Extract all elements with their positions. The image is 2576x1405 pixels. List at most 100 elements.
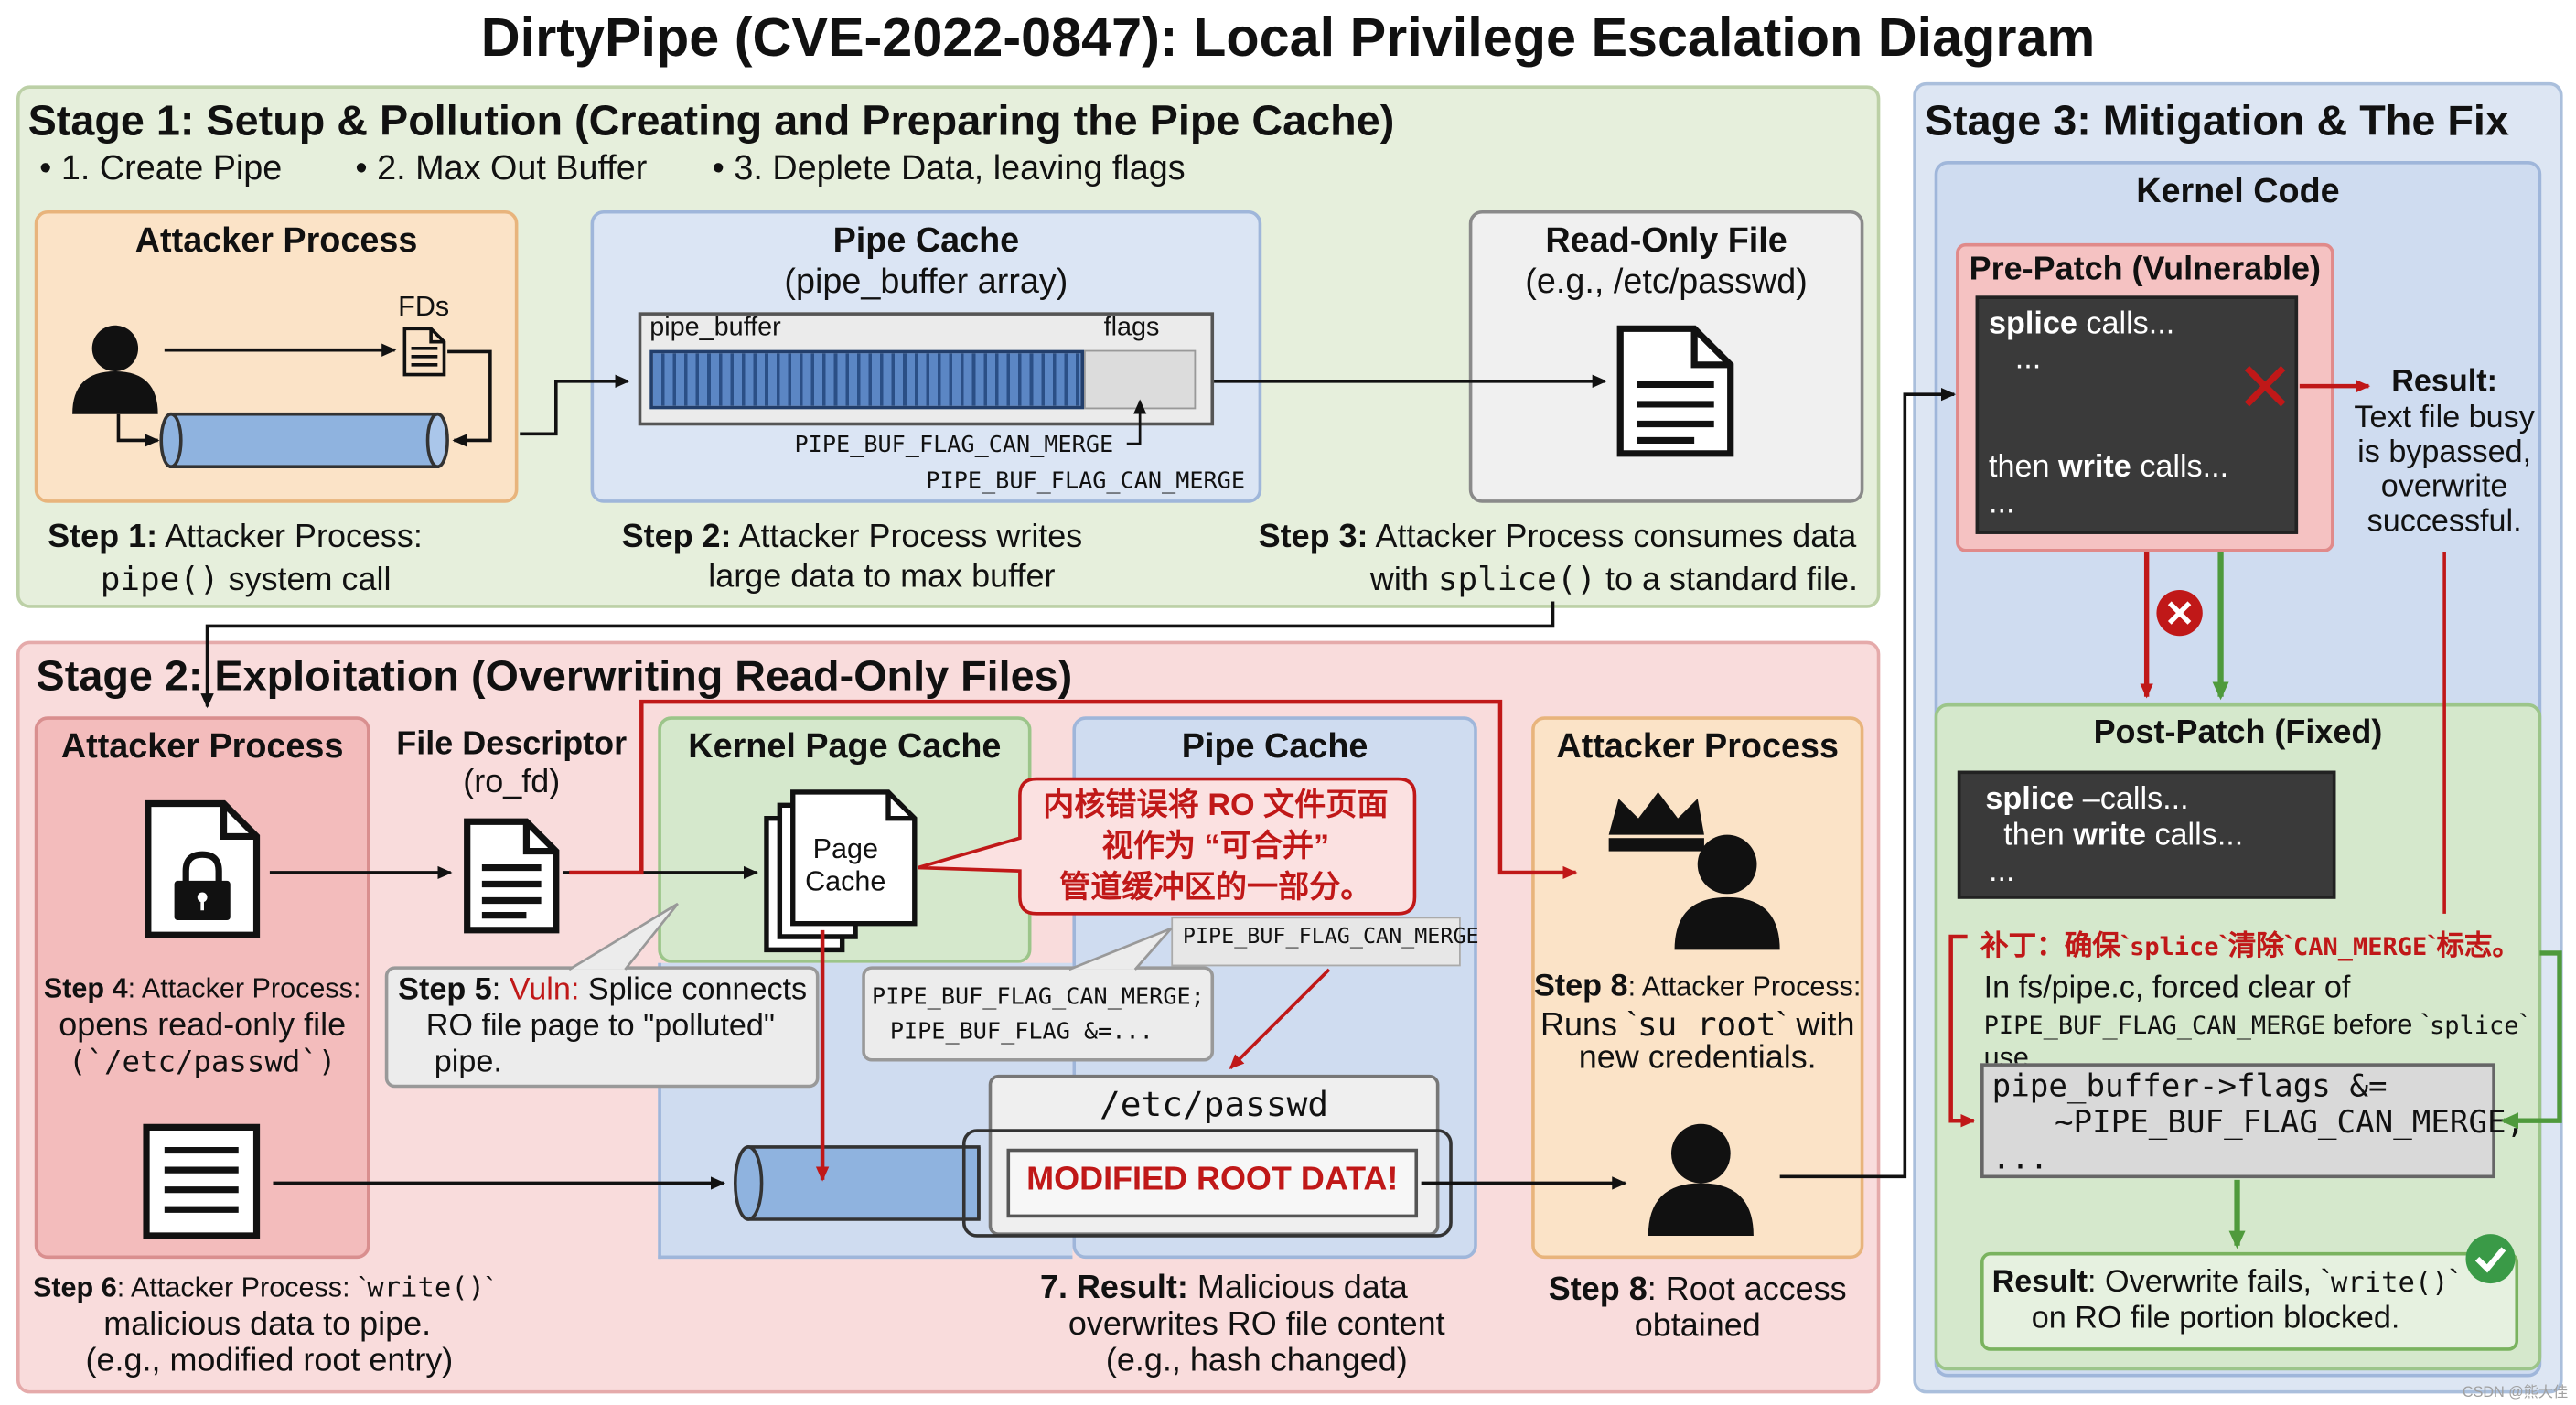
lock-document-icon <box>145 799 261 938</box>
flag-box <box>862 966 1215 1062</box>
step6-caption-2: malicious data to pipe. <box>103 1306 432 1343</box>
stage1-heading: Stage 1: Setup & Pollution (Creating and… <box>27 95 1395 145</box>
result-line-1: Text file busy <box>2354 401 2535 436</box>
result-line-2: is bypassed, <box>2357 435 2532 470</box>
step3-caption: Step 3: Attacker Process consumes data <box>1258 519 1857 556</box>
modified-data-box <box>1006 1148 1419 1218</box>
arrow-fd-to-pipe <box>447 349 492 447</box>
fix-line-3-clip: use. <box>1984 1042 2083 1063</box>
stage1-bullet-2: • 2. Max Out Buffer <box>355 149 648 188</box>
flagbox-pointer <box>1068 927 1173 971</box>
post-patch-code <box>1957 770 2336 899</box>
result-label: Result: <box>2391 364 2498 400</box>
step4-caption-2: opens read-only file <box>59 1007 347 1044</box>
write-document-icon <box>143 1123 261 1239</box>
step5-caption-2: RO file page to "polluted" <box>425 1009 776 1044</box>
arrow-flagtag-to-file <box>1229 968 1331 1069</box>
red-arrow-note-to-code <box>1948 934 1976 1128</box>
flag-label-2: PIPE_BUF_FLAG_CAN_MERGE <box>926 468 1246 495</box>
patch-note: 补丁：确保`splice`清除`CAN_MERGE`标志。 <box>1980 929 2521 961</box>
flag-pointer <box>1126 399 1147 445</box>
fix-code-line-3: ... <box>1991 1140 2049 1177</box>
etc-passwd-label: /etc/passwd <box>1100 1084 1329 1124</box>
step4-caption-3: (`/etc/passwd`) <box>69 1045 337 1080</box>
diagram-title: DirtyPipe (CVE-2022-0847): Local Privile… <box>480 6 2096 68</box>
pre-code-line-2: ... <box>2014 341 2042 377</box>
pre-code-line-4: ... <box>1989 486 2015 521</box>
callout-line-3: 管道缓冲区的一部分。 <box>1059 870 1371 905</box>
fix-code-line-2: ~PIPE_BUF_FLAG_CAN_MERGE; <box>2054 1104 2526 1141</box>
flag-tag: PIPE_BUF_FLAG_CAN_MERGE <box>1182 925 1479 950</box>
post-code-line-3: ... <box>1989 854 2015 889</box>
step7-caption-2: overwrites RO file content <box>1068 1306 1445 1343</box>
step5-pointer <box>568 902 679 971</box>
fd-sub: (ro_fd) <box>463 764 561 800</box>
crown-icon <box>1608 791 1704 852</box>
root-person-icon <box>1674 834 1780 950</box>
attacker-person-icon <box>1648 1123 1754 1236</box>
s1-rofile-title: Read-Only File <box>1545 221 1787 260</box>
stage1-bullet-1: • 1. Create Pipe <box>39 149 283 188</box>
green-check-icon <box>2465 1234 2516 1284</box>
s1-pipe-cache-title: Pipe Cache <box>832 221 1020 260</box>
fd-document-icon <box>464 818 560 934</box>
s1-fds-label: FDs <box>398 290 450 323</box>
s1-pipe-cache-sub: (pipe_buffer array) <box>784 263 1068 301</box>
s2-pipe-cache-title: Pipe Cache <box>1181 727 1368 767</box>
final-result-line-2: on RO file portion blocked. <box>2031 1301 2400 1336</box>
fix-line-1: In fs/pipe.c, forced clear of <box>1983 971 2351 1006</box>
flags-label: flags <box>1103 314 1160 342</box>
fix-line-2: PIPE_BUF_FLAG_CAN_MERGE before `splice` <box>1983 1009 2528 1041</box>
pre-code-line-1: splice calls... <box>1989 306 2175 342</box>
step2-caption-2: large data to max buffer <box>708 558 1056 595</box>
s2-pipe-cylinder-icon <box>733 1129 1453 1238</box>
step2-caption: Step 2: Attacker Process writes <box>621 519 1083 556</box>
step8a-caption-3: new credentials. <box>1578 1040 1817 1077</box>
arrow-attacker-to-pipecache <box>520 374 630 436</box>
flag-box-line-1: PIPE_BUF_FLAG_CAN_MERGE; <box>872 984 1205 1011</box>
rofile-document-icon <box>1616 325 1734 457</box>
fix-code-line-1: pipe_buffer->flags &= <box>1991 1067 2388 1105</box>
step8a-caption-2: Runs `su root` with <box>1540 1003 1855 1044</box>
callout-line-2: 视作为 “可合并” <box>1102 829 1329 863</box>
pre-patch-code <box>1975 295 2299 534</box>
fix-line-3: use. <box>1983 1041 2037 1064</box>
stage3-heading: Stage 3: Mitigation & The Fix <box>1924 95 2509 145</box>
red-path-fd-to-attacker <box>569 699 1578 880</box>
s1-rofile-sub: (e.g., /etc/passwd) <box>1525 263 1808 301</box>
final-result-box <box>1980 1251 2519 1351</box>
step5-caption: Step 5: Vuln: Splice connects <box>398 972 808 1008</box>
flag-tag-box <box>1171 917 1461 967</box>
pipe-buffer-stripes <box>649 349 1085 410</box>
kernel-code-title: Kernel Code <box>2136 172 2340 210</box>
callout-line-1: 内核错误将 RO 文件页面 <box>1043 788 1388 822</box>
step4-caption: Step 4: Attacker Process: <box>43 972 361 1004</box>
step5-caption-3: pipe. <box>434 1045 502 1080</box>
s1-fd-document-icon <box>402 327 446 377</box>
watermark: CSDN @熊大佳 <box>2462 1383 2569 1400</box>
page-cache-stack-icon <box>764 789 918 953</box>
s2-attacker-title: Attacker Process <box>60 727 344 767</box>
step6-caption: Step 6: Attacker Process: `write()` <box>32 1271 495 1305</box>
stage1-bullet-3: • 3. Deplete Data, leaving flags <box>712 149 1186 188</box>
step7-caption-3: (e.g., hash changed) <box>1105 1342 1408 1379</box>
s1-attacker-title: Attacker Process <box>134 221 418 260</box>
step8b-caption-2: obtained <box>1634 1308 1761 1345</box>
fd-title: File Descriptor <box>396 726 628 763</box>
s2-attacker2-title: Attacker Process <box>1556 727 1840 767</box>
result-line-4: successful. <box>2367 504 2522 540</box>
flag-box-line-2: PIPE_BUF_FLAG &=... <box>889 1018 1154 1046</box>
step7-caption: 7. Result: Malicious data <box>1039 1270 1408 1307</box>
step1-caption: Step 1: Attacker Process: <box>48 519 423 556</box>
flag-label-1: PIPE_BUF_FLAG_CAN_MERGE <box>794 432 1114 459</box>
step6-caption-3: (e.g., modified root entry) <box>85 1342 454 1379</box>
s1-pipe-cylinder-icon <box>159 412 449 469</box>
pre-patch-title: Pre-Patch (Vulnerable) <box>1969 251 2322 288</box>
red-x-circle-icon <box>2156 589 2203 637</box>
step8a-caption: Step 8: Attacker Process: <box>1534 969 1862 1004</box>
arrow-stage1-to-stage2 <box>200 601 1555 709</box>
result-line-3: overwrite <box>2380 469 2508 505</box>
step3-caption-2: with splice() to a standard file. <box>1369 558 1858 598</box>
